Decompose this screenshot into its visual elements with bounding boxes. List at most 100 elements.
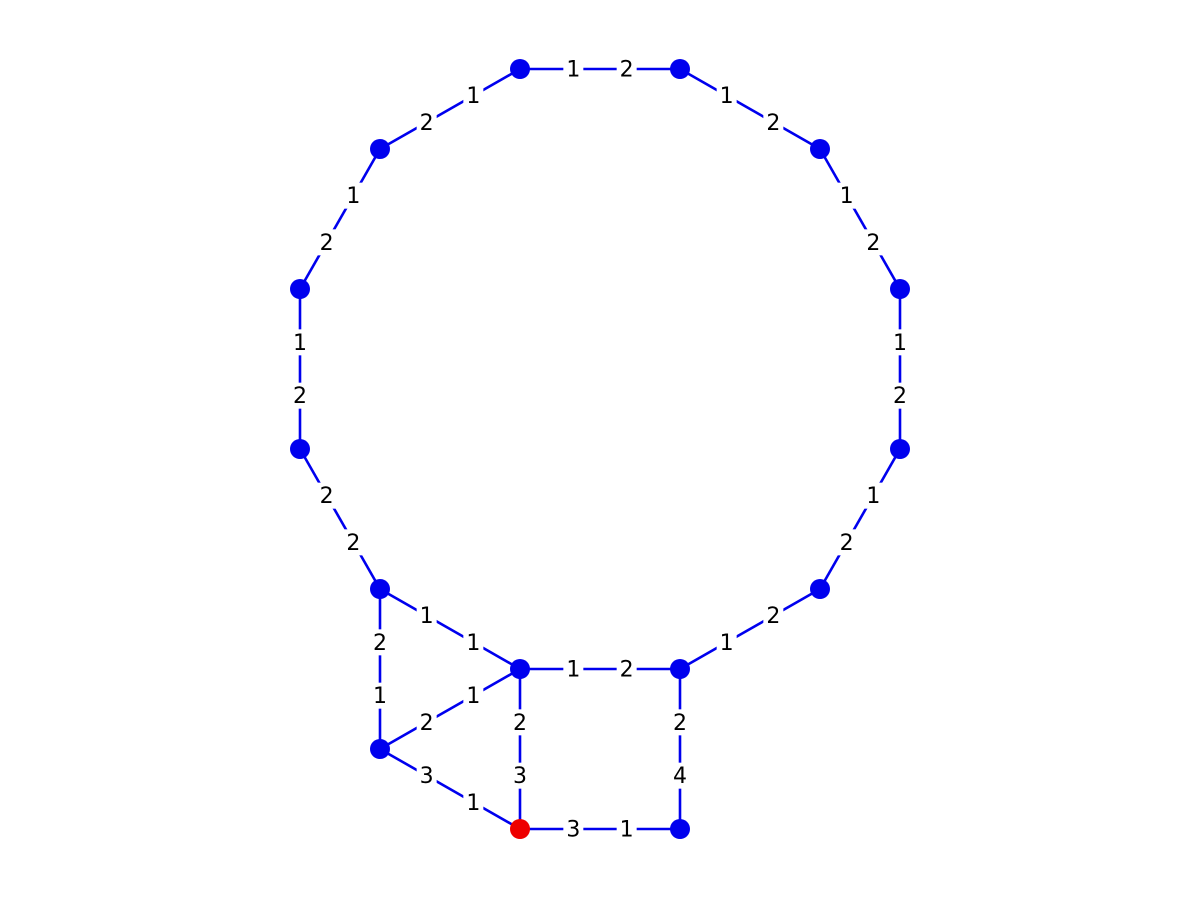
graph-node [670,59,690,79]
edge-label-background [616,656,637,682]
edge-label-background [316,229,337,256]
edge-label-background [290,329,310,356]
edge-weight-label: 3 [513,764,527,789]
edge-weight-label: 2 [840,531,854,556]
edge-weight-label: 1 [566,58,580,83]
edge-weight-label: 2 [893,384,907,409]
edge-label-background [563,656,584,682]
edge-weight-label: 1 [866,484,880,509]
edge-label-background [416,709,437,736]
edge-label-background [836,529,857,556]
edge-weight-label: 1 [720,631,734,656]
edge-label-background [463,682,484,709]
edge-weight-label: 2 [766,604,780,629]
edge-label-background [563,816,584,842]
edge-weight-label: 1 [620,818,634,843]
nodes-layer [290,59,910,839]
edge-label-background [890,382,910,409]
edge-label-background [716,629,737,656]
edge-weight-label: 1 [373,684,387,709]
edge-label-background [343,182,364,209]
edge-weight-label: 2 [320,231,334,256]
edge-weight-label: 2 [620,658,634,683]
edge-weight-label: 2 [673,711,687,736]
edge-label-background [416,762,437,789]
graph-node [670,819,690,839]
edge-label-background [370,629,390,656]
graph-edge [379,747,521,831]
edge-label-background [836,182,857,209]
edge-label-background [670,709,690,736]
edge-weight-label: 1 [466,791,480,816]
graph-edge [379,587,521,671]
graph-node [290,279,310,299]
edge-weight-label: 1 [566,658,580,683]
edge-label-background [510,762,530,789]
graph-node [370,139,390,159]
edge-weight-label: 2 [320,484,334,509]
highlighted-graph-node [510,819,530,839]
graph-edge [818,448,902,590]
edge-label-background [616,56,637,82]
graph-node [510,59,530,79]
edge-weight-label: 2 [420,711,434,736]
graph-node [810,579,830,599]
graph-node [510,659,530,679]
edge-label-background [670,762,690,789]
graph-node [810,139,830,159]
edge-weight-label: 2 [373,631,387,656]
edge-label-background [890,329,910,356]
edge-weight-label: 1 [346,184,360,209]
graph-edge [379,67,521,151]
edge-weight-label: 2 [866,231,880,256]
edge-weight-label: 2 [620,58,634,83]
edge-label-background [316,482,337,509]
edge-label-background [463,82,484,109]
edge-weight-label: 1 [293,331,307,356]
edge-weight-label: 2 [420,111,434,136]
edge-label-background [716,82,737,109]
edge-label-background [616,816,637,842]
edge-label-background [763,602,784,629]
edge-weight-label: 1 [466,631,480,656]
graph-node [890,439,910,459]
edge-weight-label: 3 [566,818,580,843]
graph-edge [679,67,821,151]
edge-label-background [370,682,390,709]
edge-weight-label: 1 [466,684,480,709]
graph-node [670,659,690,679]
edge-label-background [290,382,310,409]
graph-edge [379,667,521,751]
edge-weight-label: 1 [420,604,434,629]
edge-label-background [863,229,884,256]
edges-layer [298,67,902,831]
edge-weight-label: 1 [840,184,854,209]
edge-label-background [416,602,437,629]
edge-label-background [563,56,584,82]
edge-label-background [416,109,437,136]
edge-weight-label: 3 [420,764,434,789]
graph-node [370,579,390,599]
edge-weight-label: 2 [293,384,307,409]
edge-weight-label: 2 [766,111,780,136]
edge-weight-label: 2 [513,711,527,736]
edge-weight-label: 1 [893,331,907,356]
edge-weight-label: 4 [673,764,687,789]
edge-weight-label: 1 [720,84,734,109]
edge-label-background [763,109,784,136]
graph-node [290,439,310,459]
graph-edge [298,448,382,590]
graph-edge [818,148,902,290]
edge-weight-label: 1 [466,84,480,109]
edge-label-background [463,789,484,816]
graph-edge [298,148,382,290]
edge-label-background [463,629,484,656]
graph-node [370,739,390,759]
edge-label-background [510,709,530,736]
edge-weight-label: 2 [346,531,360,556]
graph-edge [679,587,821,671]
edge-label-background [343,529,364,556]
graph-node [890,279,910,299]
